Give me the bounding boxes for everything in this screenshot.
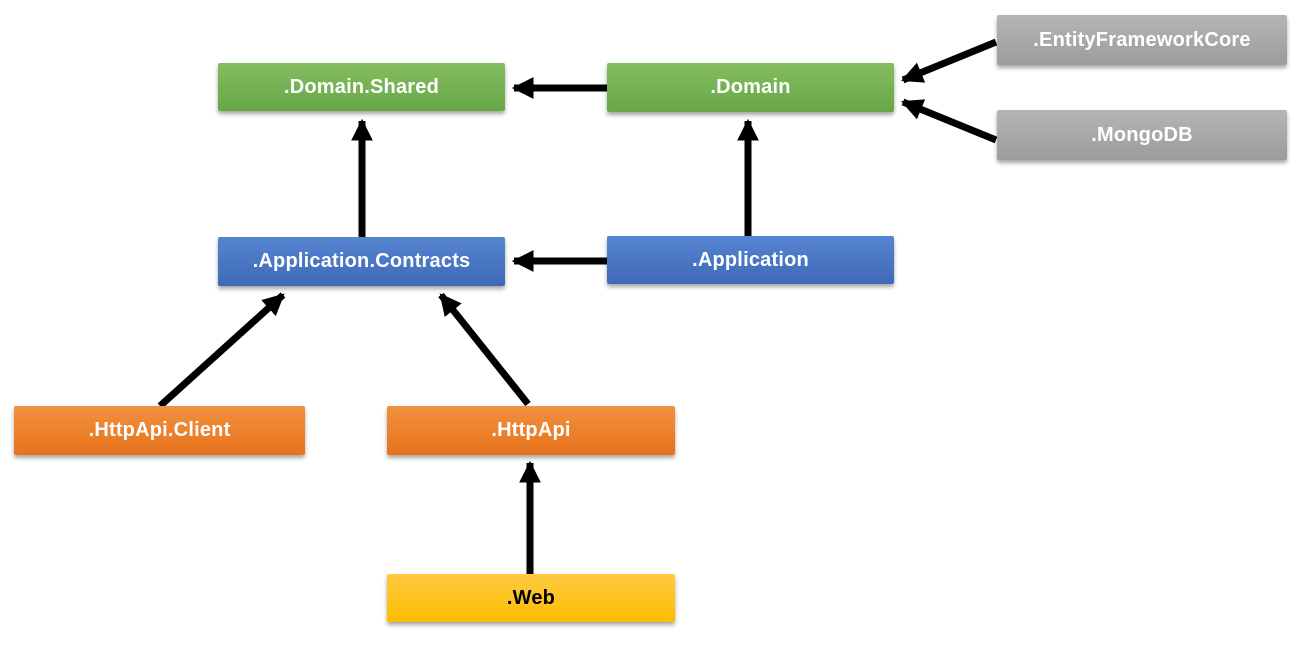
node-application-label: .Application: [692, 248, 809, 271]
node-domain-shared-label: .Domain.Shared: [283, 75, 440, 98]
node-application-contracts-label: .Application.Contracts: [252, 250, 471, 272]
node-http-api: .HttpApi: [387, 406, 675, 455]
node-http-api-client-label: .HttpApi.Client: [88, 419, 231, 441]
node-http-api-label: .HttpApi: [491, 419, 571, 441]
arrow-http-api-to-application-contracts: [438, 292, 531, 407]
arrow-http-api-client-to-application-contracts: [157, 292, 286, 409]
node-application: .Application: [607, 236, 894, 284]
node-web: .Web: [387, 574, 675, 622]
node-domain: .Domain: [607, 63, 894, 112]
node-entity-framework-core: .EntityFrameworkCore: [997, 15, 1287, 65]
node-mongodb: .MongoDB: [997, 110, 1287, 160]
node-mongodb-label: .MongoDB: [1091, 123, 1193, 146]
arrow-entity-framework-core-to-domain: [900, 38, 998, 84]
node-web-label: .Web: [506, 586, 556, 609]
node-http-api-client: .HttpApi.Client: [14, 406, 305, 455]
node-application-contracts: .Application.Contracts: [218, 237, 505, 286]
node-domain-shared: .Domain.Shared: [218, 63, 505, 111]
node-domain-label: .Domain: [710, 76, 791, 98]
node-entity-framework-core-label: .EntityFrameworkCore: [1033, 28, 1251, 51]
arrow-mongodb-to-domain: [900, 98, 998, 144]
